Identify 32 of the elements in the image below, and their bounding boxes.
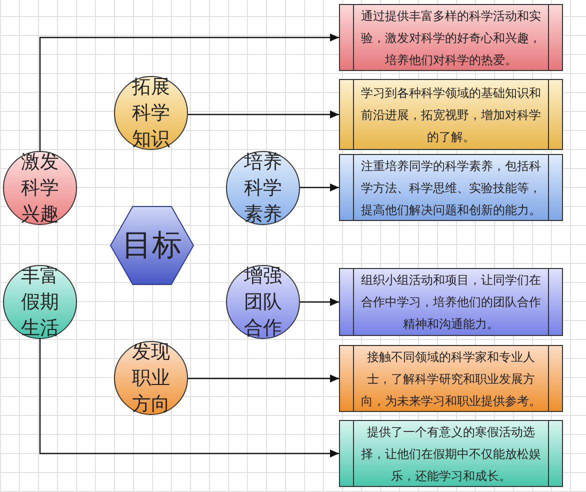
arrow [188,110,339,118]
box-text: 通过提供丰富多样的科学活动和实验，激发对科学的好奇心和兴趣，培养他们对科学的热爱。 [360,8,542,68]
topic-circle [3,151,77,225]
arrow [39,34,339,151]
topic-circle [114,341,188,415]
arrow [300,298,339,306]
circle-label: 发现职业方向 [131,340,171,417]
topic-circle [114,76,188,150]
circle-label: 培养科学素养 [243,150,283,227]
arrow [39,339,339,458]
topic-circle [226,151,300,225]
process-box [339,420,563,487]
process-box [339,79,563,150]
process-box [339,268,563,336]
process-box [339,345,563,412]
circle-label: 激发科学兴趣 [20,150,60,227]
process-box [339,4,563,71]
box-text: 接触不同领域的科学家和专业人士，了解科学研究和职业发展方向，为未来学习和职业提供参考。 [360,348,542,410]
goal-hexagon [110,206,194,285]
circle-label: 拓展科学知识 [131,75,171,152]
circle-label: 丰富假期生活 [20,264,60,341]
box-text: 组织小组活动和项目，让同学们在合作中学习，培养他们的团队合作精神和沟通能力。 [360,272,542,333]
process-box [339,154,563,221]
topic-circle [3,265,77,339]
arrow [300,184,339,192]
box-text: 注重培养同学的科学素养，包括科学方法、科学思维、实验技能等，提高他们解决问题和创新的能力。 [360,158,542,218]
box-text: 提供了一个有意义的寒假活动选择，让他们在假期中不仅能放松娱乐，还能学习和成长。 [360,424,542,484]
arrow [188,374,339,382]
box-text: 学习到各种科学领域的基础知识和前沿进展，拓宽视野，增加对科学的了解。 [360,84,542,146]
circle-label: 增强团队合作 [243,264,283,341]
goal-label: 目标 [122,228,182,264]
topic-circle [226,265,300,339]
